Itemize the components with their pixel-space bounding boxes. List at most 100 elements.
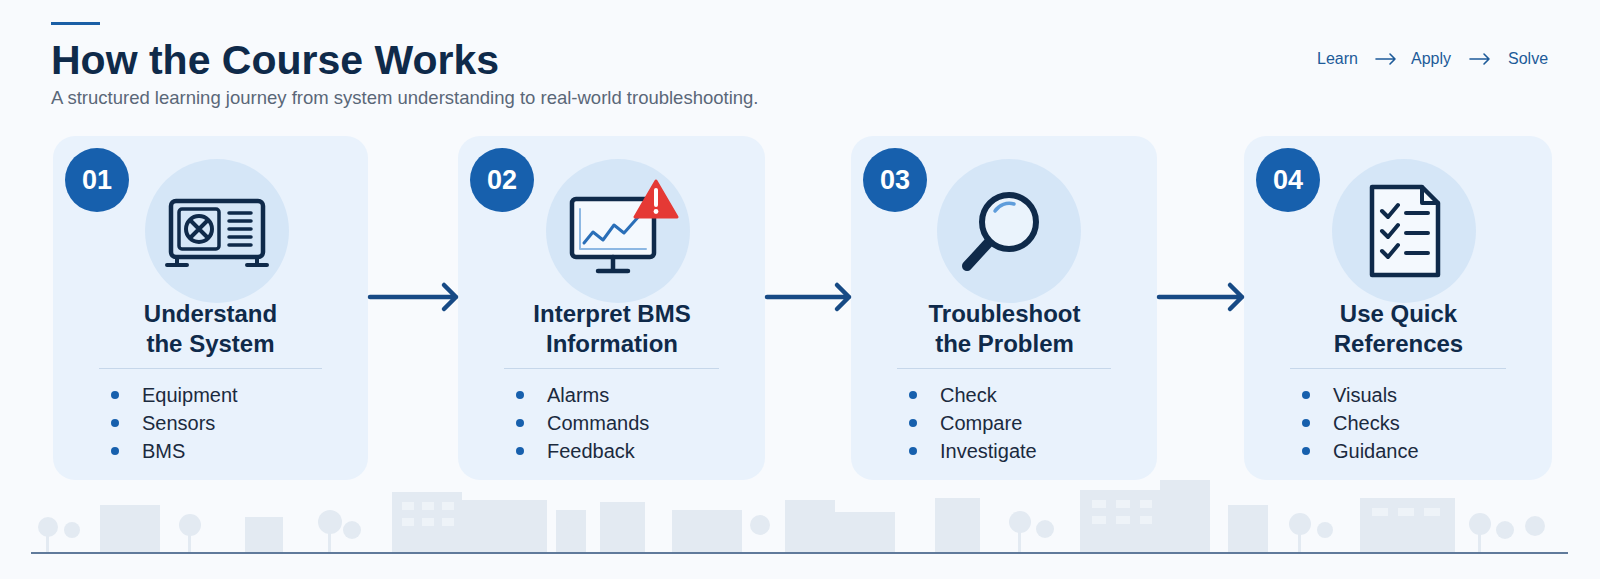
step-number-badge: 01 [65, 148, 129, 212]
bullet-dot [909, 447, 917, 455]
skyline-part [46, 530, 49, 552]
skyline-part [245, 517, 283, 552]
hvac-unit-icon [167, 201, 267, 265]
skyline-part [1478, 530, 1481, 552]
flow-step-label: Solve [1508, 50, 1548, 68]
step-heading: Interpret BMS Information [501, 299, 723, 359]
hvac-unit-icon-part [179, 209, 219, 249]
bullet-dot [1302, 391, 1310, 399]
skyline-windows-part [1092, 500, 1106, 508]
skyline-part [1360, 498, 1455, 552]
skyline-windows-part [442, 502, 454, 510]
bullet-text: Guidance [1333, 437, 1540, 465]
hvac-unit-icon-part [167, 257, 267, 265]
skyline-windows-part [1092, 516, 1106, 524]
skyline-part [328, 528, 331, 552]
skyline-windows-part [442, 518, 454, 526]
checklist-icon-part [1382, 205, 1398, 257]
bullet-dot [111, 391, 119, 399]
bullet-text: Equipment [142, 381, 356, 409]
ground-line [31, 552, 1568, 554]
skyline-part [600, 502, 645, 552]
bullet-text: Checks [1333, 409, 1540, 437]
skyline-part [835, 512, 895, 552]
bullet-text: Compare [940, 409, 1145, 437]
bullet-dot [111, 447, 119, 455]
skyline-part [1228, 505, 1268, 552]
icon-disc-part [145, 159, 289, 303]
title: How the Course Works [51, 36, 499, 84]
step-number-badge: 03 [863, 148, 927, 212]
flow-arrow-part [1376, 54, 1395, 64]
skyline-part [1080, 490, 1160, 552]
skyline-part [343, 521, 361, 539]
skyline-windows-part [1140, 500, 1152, 508]
skyline-part [935, 498, 980, 552]
step-number: 03 [880, 165, 910, 195]
skyline-part [1160, 480, 1210, 552]
icon-disc-part [546, 159, 690, 303]
monitor-alert-icon-part [598, 257, 628, 271]
skyline-windows-part [402, 502, 414, 510]
skyline-part [462, 500, 547, 552]
flow-step-label: Learn [1317, 50, 1358, 68]
skyline-part [556, 510, 586, 552]
bullet-text: Investigate [940, 437, 1145, 465]
hvac-unit-icon-part [171, 201, 263, 257]
skyline-part [567, 518, 585, 536]
skyline [38, 480, 1545, 552]
monitor-alert-icon-part [654, 209, 659, 214]
bullet-dot [909, 391, 917, 399]
skyline-part [750, 515, 770, 535]
skyline-windows-part [1372, 508, 1388, 516]
skyline-windows-part [1398, 508, 1414, 516]
skyline-part [100, 505, 160, 552]
flow-step-label: Apply [1411, 50, 1451, 68]
bullet-text: Alarms [547, 381, 753, 409]
monitor-alert-icon-part [580, 209, 646, 249]
skyline-windows-part [402, 518, 414, 526]
icon-disc-part [1332, 159, 1476, 303]
skyline-windows-part [1116, 500, 1130, 508]
skyline-windows-part [1424, 508, 1440, 516]
heading-divider [897, 368, 1111, 369]
step-number: 02 [487, 165, 517, 195]
step-card: Understand the SystemEquipmentSensorsBMS… [53, 136, 368, 480]
magnifier-icon [967, 195, 1036, 266]
step-heading: Troubleshoot the Problem [912, 299, 1097, 359]
flow-arrow-part [1470, 54, 1489, 64]
checklist-icon-part [1422, 187, 1438, 203]
monitor-alert-icon-part [584, 215, 640, 243]
monitor-alert-icon-part [635, 181, 677, 217]
skyline-part [1298, 530, 1301, 552]
heading-divider [1290, 368, 1506, 369]
step-number: 04 [1273, 165, 1303, 195]
step-heading: Understand the System [128, 299, 293, 359]
caption: A structured learning journey from syste… [51, 87, 758, 109]
step-card: Interpret BMS InformationAlarmsCommandsF… [458, 136, 765, 480]
step-card: Use Quick ReferencesVisualsChecksGuidanc… [1244, 136, 1552, 480]
checklist-icon-part [1406, 213, 1428, 253]
bullet-dot [516, 419, 524, 427]
bullet-dot [909, 419, 917, 427]
monitor-alert-icon-part [654, 190, 658, 205]
skyline-part [785, 500, 835, 552]
skyline-windows [402, 500, 1440, 526]
bullet-dot [1302, 447, 1310, 455]
title-accent [51, 22, 100, 25]
step-number: 01 [82, 165, 112, 195]
skyline-part [672, 510, 742, 552]
bullet-text: Visuals [1333, 381, 1540, 409]
skyline-part [1525, 516, 1545, 536]
step-heading: Use Quick References [1306, 299, 1491, 359]
skyline-part [1496, 521, 1514, 539]
skyline-part [392, 492, 462, 552]
step-card: Troubleshoot the ProblemCheckCompareInve… [851, 136, 1157, 480]
heading-divider [504, 368, 719, 369]
flow-arrow [370, 285, 456, 309]
icon-disc [145, 159, 1476, 303]
bullet-text: Commands [547, 409, 753, 437]
bullet-dot [1302, 419, 1310, 427]
